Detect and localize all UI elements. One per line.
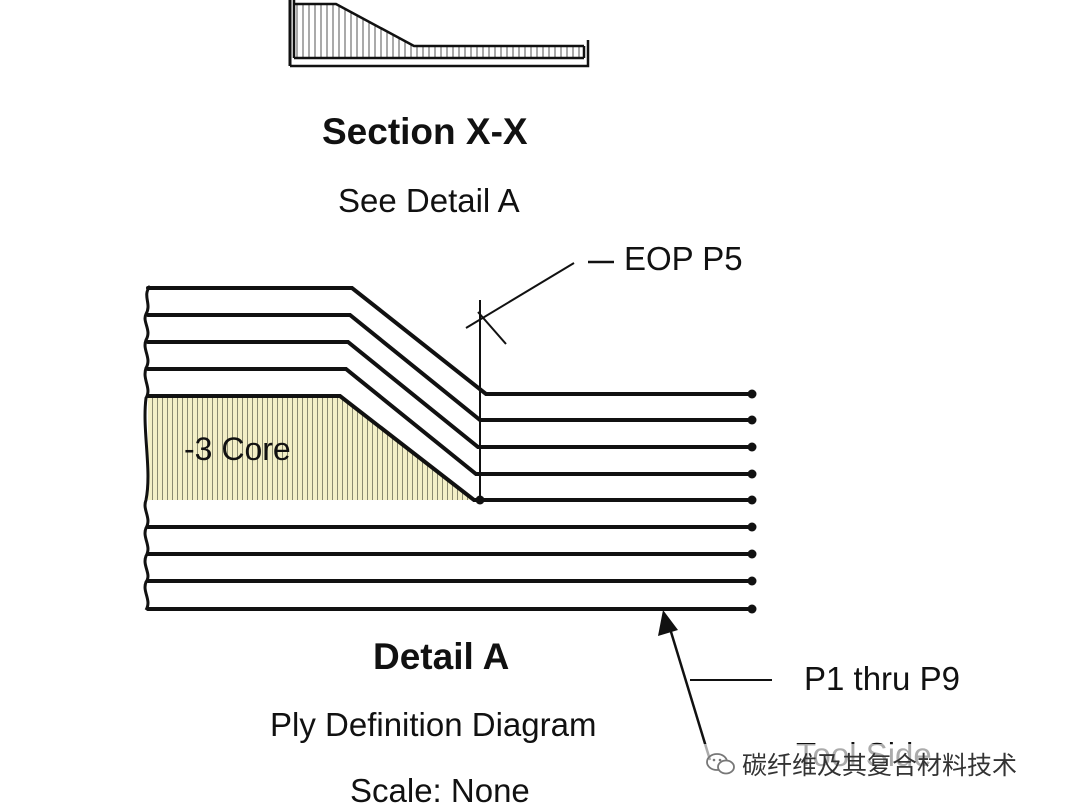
section-x-x-thumbnail	[288, 0, 590, 68]
ply-end-dots	[475, 389, 757, 614]
wechat-icon	[706, 752, 736, 776]
core-label: -3 Core	[184, 431, 291, 467]
ply-line	[146, 286, 754, 396]
ply-line	[146, 367, 754, 476]
section-subtitle: See Detail A	[338, 182, 520, 219]
core-region	[148, 396, 474, 500]
ply-line	[146, 313, 754, 422]
plies-label: P1 thru P9	[804, 660, 960, 697]
scale-label: Scale: None	[350, 772, 530, 809]
watermark-text: 碳纤维及其复合材料技术	[742, 752, 1018, 780]
eop-label: EOP P5	[624, 240, 743, 277]
break-line	[143, 285, 152, 611]
ply-line	[146, 340, 754, 449]
eop-marker	[465, 260, 614, 500]
ply-stack	[146, 286, 754, 611]
watermark: 碳纤维及其复合材料技术	[700, 744, 1024, 784]
detail-subtitle: Ply Definition Diagram	[270, 706, 597, 743]
tool-side-arrow	[658, 610, 712, 761]
section-title: Section X-X	[322, 111, 528, 152]
ply-line	[146, 394, 754, 502]
detail-title: Detail A	[373, 636, 510, 677]
